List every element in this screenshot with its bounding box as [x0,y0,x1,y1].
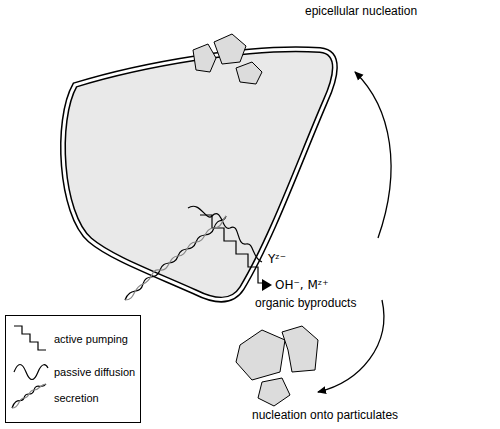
curved-arrow-up [355,72,391,238]
ion-label: OH⁻, Mᶻ⁺ [275,278,329,292]
secretion-helix [125,216,226,300]
process-label: nucleation onto particulates [252,408,398,422]
diffusion-wave [188,206,262,262]
epicellular-crystals [193,34,262,84]
legend-box [6,316,141,423]
legend-helix [12,384,46,408]
ion-label: Yᶻ⁻ [268,252,286,266]
legend-wave [14,365,48,380]
legend-text: secretion [54,391,99,405]
cell-membrane-gap [63,49,335,300]
legend-text: passive diffusion [54,365,135,379]
efflux-arrowhead [262,279,272,291]
transport-symbols [125,206,262,300]
curved-arrow-down [318,300,384,392]
legend-staircase [14,326,46,350]
particulates [236,326,318,406]
byproduct-label: organic byproducts [255,296,356,310]
process-label: epicellular nucleation [305,4,417,18]
cell-membrane [63,49,335,300]
legend-text: active pumping [54,332,128,346]
